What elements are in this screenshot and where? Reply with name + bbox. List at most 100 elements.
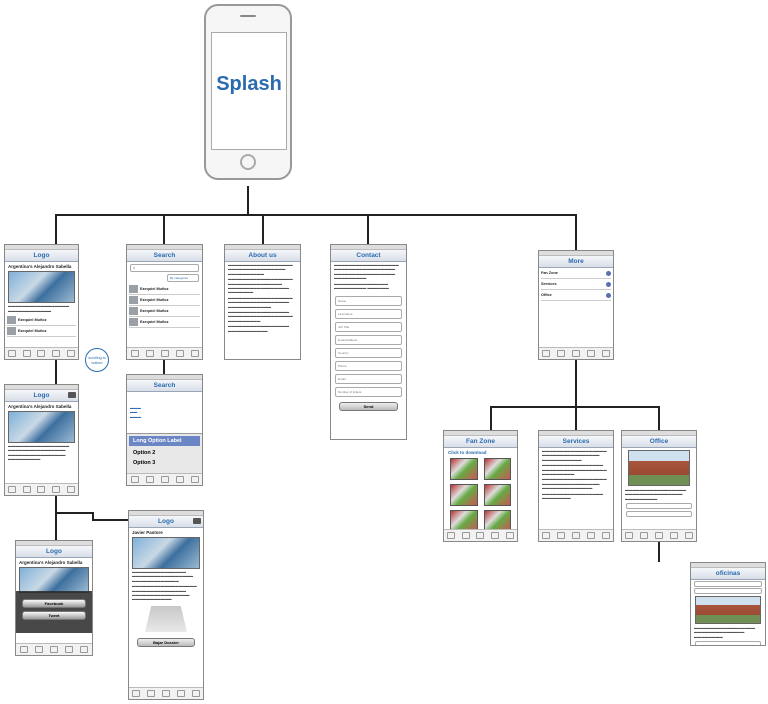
- tab-icon[interactable]: [147, 690, 156, 697]
- list-item[interactable]: Ezequiel Muñoz: [129, 284, 200, 295]
- list-item[interactable]: Ezequiel Muñoz: [129, 306, 200, 317]
- tab-icon[interactable]: [461, 532, 470, 539]
- tab-icon[interactable]: [640, 532, 649, 539]
- email-address-field[interactable]: Email Address: [335, 335, 402, 346]
- connector: [55, 512, 93, 514]
- name-field[interactable]: Name: [335, 296, 402, 307]
- tab-icon[interactable]: [80, 646, 89, 653]
- tab-bar: [5, 347, 78, 359]
- tab-icon[interactable]: [557, 350, 566, 357]
- tab-icon[interactable]: [190, 350, 199, 357]
- tab-icon[interactable]: [684, 532, 693, 539]
- article-title: Argentina's Alejandro Sabella: [8, 404, 72, 409]
- list-item[interactable]: Ezequiel Muñoz: [7, 315, 76, 326]
- menu-item-office[interactable]: Office: [541, 290, 611, 301]
- tab-icon[interactable]: [586, 532, 595, 539]
- search-input[interactable]: ⚲: [130, 264, 199, 272]
- list-item[interactable]: Ezequiel Muñoz: [129, 295, 200, 306]
- list-item[interactable]: Ezequiel Muñoz: [7, 326, 76, 337]
- tab-icon[interactable]: [22, 486, 31, 493]
- tab-icon[interactable]: [669, 532, 678, 539]
- nav-title: Logo: [5, 390, 78, 402]
- picker-option-selected[interactable]: Long Option Label: [129, 436, 200, 446]
- fan-photo[interactable]: [483, 484, 511, 506]
- body-text: ▬▬▬▬▬▬▬▬▬▬▬▬▬▬▬▬▬▬ ▬▬▬▬▬▬▬▬▬▬▬▬▬▬▬▬▬ ▬▬▬…: [228, 295, 293, 309]
- tab-icon[interactable]: [65, 646, 74, 653]
- segment[interactable]: [694, 588, 762, 594]
- tab-icon[interactable]: [601, 350, 610, 357]
- tab-icon[interactable]: [625, 532, 634, 539]
- tab-icon[interactable]: [161, 690, 170, 697]
- tab-bar: [127, 473, 202, 485]
- tab-icon[interactable]: [190, 476, 199, 483]
- tab-icon[interactable]: [8, 486, 17, 493]
- share-icon[interactable]: [193, 518, 201, 524]
- segment[interactable]: [694, 581, 762, 587]
- tab-icon[interactable]: [491, 532, 500, 539]
- list-item[interactable]: Ezequiel Muñoz: [129, 317, 200, 328]
- menu-item-fan-zone[interactable]: Fan Zone: [541, 268, 611, 279]
- download-dossier-button[interactable]: Bajar Dossier: [137, 637, 195, 647]
- tab-icon[interactable]: [8, 350, 17, 357]
- tab-icon[interactable]: [447, 532, 456, 539]
- picker-option[interactable]: Option 2: [133, 450, 156, 456]
- tab-icon[interactable]: [175, 350, 184, 357]
- tab-icon[interactable]: [66, 350, 75, 357]
- facebook-button[interactable]: Facebook: [22, 599, 86, 608]
- tab-icon[interactable]: [130, 476, 139, 483]
- directions-link[interactable]: [626, 511, 692, 518]
- tab-icon[interactable]: [571, 350, 580, 357]
- map-link[interactable]: [626, 503, 692, 510]
- tab-icon[interactable]: [557, 532, 566, 539]
- email-field[interactable]: Email: [335, 374, 402, 385]
- tweet-button[interactable]: Tweet: [22, 611, 86, 620]
- connector: [55, 496, 57, 540]
- map-link[interactable]: [695, 641, 761, 645]
- home-button[interactable]: [240, 154, 256, 170]
- share-icon[interactable]: [68, 392, 76, 398]
- tab-icon[interactable]: [571, 532, 580, 539]
- tab-icon[interactable]: [586, 350, 595, 357]
- menu-item-services[interactable]: Services: [541, 279, 611, 290]
- tab-icon[interactable]: [542, 350, 551, 357]
- tab-icon[interactable]: [52, 350, 61, 357]
- fan-photo[interactable]: [483, 458, 511, 480]
- body-text: ▬▬▬▬▬▬▬▬▬▬▬▬▬▬▬▬▬▬ ▬▬▬▬▬▬▬▬▬▬▬▬▬▬▬▬ ▬▬▬▬…: [228, 263, 293, 276]
- tab-icon[interactable]: [49, 646, 58, 653]
- tab-bar: [16, 643, 92, 655]
- tab-icon[interactable]: [22, 350, 31, 357]
- tab-icon[interactable]: [542, 532, 551, 539]
- phone-field[interactable]: Phone: [335, 361, 402, 372]
- send-button[interactable]: Send: [339, 402, 398, 412]
- tab-icon[interactable]: [505, 532, 514, 539]
- last-name-field[interactable]: Last Name: [335, 309, 402, 320]
- screen-about: About us ▬▬▬▬▬▬▬▬▬▬▬▬▬▬▬▬▬▬ ▬▬▬▬▬▬▬▬▬▬▬▬…: [224, 244, 301, 360]
- tab-icon[interactable]: [37, 350, 46, 357]
- tab-icon[interactable]: [52, 486, 61, 493]
- tab-icon[interactable]: [160, 350, 169, 357]
- filter-select[interactable]: By categories: [167, 274, 199, 282]
- tab-icon[interactable]: [34, 646, 43, 653]
- tab-icon[interactable]: [176, 690, 185, 697]
- tickets-field[interactable]: Number of tickets: [335, 387, 402, 398]
- fan-photo[interactable]: [450, 484, 478, 506]
- tab-icon[interactable]: [145, 476, 154, 483]
- tab-icon[interactable]: [654, 532, 663, 539]
- fan-photo[interactable]: [450, 458, 478, 480]
- tab-icon[interactable]: [191, 690, 200, 697]
- picker-option[interactable]: Option 3: [133, 460, 156, 466]
- tab-icon[interactable]: [19, 646, 28, 653]
- tab-icon[interactable]: [145, 350, 154, 357]
- tab-icon[interactable]: [160, 476, 169, 483]
- tab-icon[interactable]: [476, 532, 485, 539]
- tab-icon[interactable]: [66, 486, 75, 493]
- tab-icon[interactable]: [130, 350, 139, 357]
- tab-icon[interactable]: [37, 486, 46, 493]
- tab-icon[interactable]: [132, 690, 141, 697]
- picker[interactable]: Long Option Label Option 2 Option 3: [127, 433, 202, 476]
- tab-icon[interactable]: [601, 532, 610, 539]
- tab-icon[interactable]: [175, 476, 184, 483]
- country-field[interactable]: Country: [335, 348, 402, 359]
- download-link[interactable]: Click to download: [448, 450, 487, 455]
- job-title-field[interactable]: Job Title: [335, 322, 402, 333]
